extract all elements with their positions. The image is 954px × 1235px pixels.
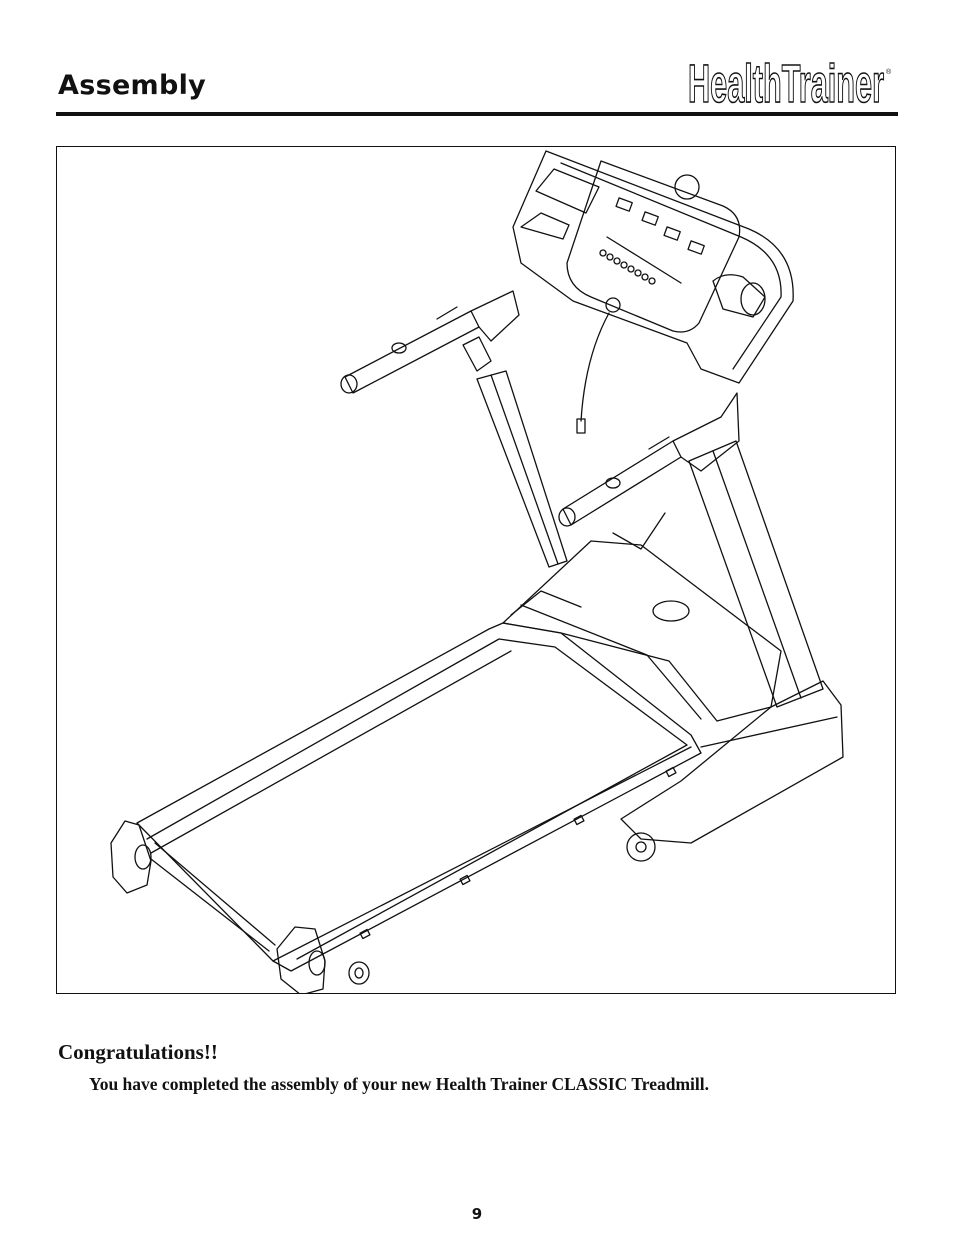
console-display <box>566 160 766 333</box>
logo-wordmark: HealthTrainer <box>688 54 884 110</box>
power-cord <box>612 512 666 550</box>
page-number: 9 <box>471 1205 483 1223</box>
left-upright <box>476 370 568 568</box>
motor-hood <box>502 540 782 722</box>
safety-key-clip <box>576 418 586 434</box>
rear-end-cap-right <box>276 926 370 993</box>
console-frame <box>512 150 794 384</box>
treadmill-figure <box>56 146 896 994</box>
congratulations-heading: Congratulations!! <box>58 1040 218 1064</box>
section-title: Assembly <box>58 70 207 101</box>
left-handrail <box>340 290 520 394</box>
header-divider <box>56 112 898 116</box>
brand-logo: HealthTrainer ® <box>686 52 898 115</box>
registered-mark: ® <box>886 68 892 76</box>
completion-message: You have completed the assembly of your … <box>89 1074 709 1094</box>
base-frame <box>620 680 844 862</box>
right-handrail <box>558 392 740 527</box>
safety-key-cord <box>580 312 610 422</box>
right-upright <box>688 440 824 708</box>
running-deck <box>136 622 702 972</box>
rear-end-cap-left <box>110 820 152 894</box>
healthtrainer-logo-icon: HealthTrainer ® <box>687 53 892 115</box>
treadmill-illustration <box>110 150 844 993</box>
